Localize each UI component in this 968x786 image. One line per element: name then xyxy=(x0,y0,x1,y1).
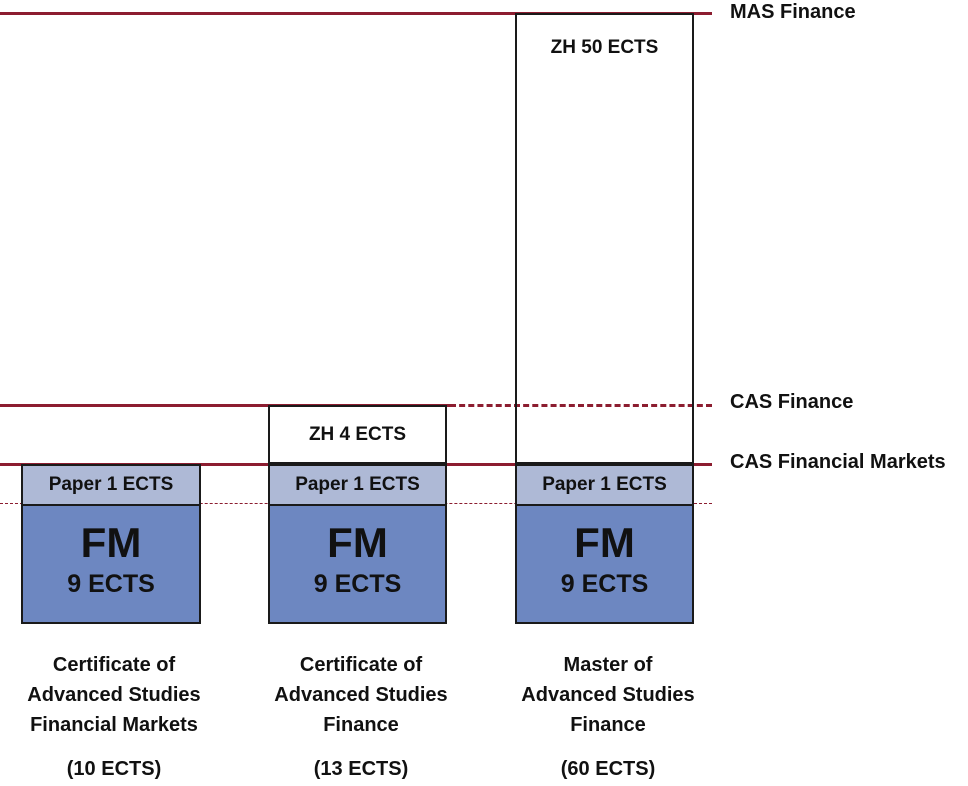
caption-line: Advanced Studies xyxy=(521,684,695,706)
caption-line: Advanced Studies xyxy=(274,684,448,706)
zh-50-ects-box: ZH 50 ECTS xyxy=(515,13,694,464)
fm-module-box: FM 9 ECTS xyxy=(515,504,694,624)
cas-finance-line xyxy=(0,404,450,407)
fm-module-box: FM 9 ECTS xyxy=(21,504,201,624)
program-total-ects: (13 ECTS) xyxy=(313,758,409,780)
zh-50-ects-label: ZH 50 ECTS xyxy=(550,37,659,58)
zh-4-ects-label: ZH 4 ECTS xyxy=(308,424,407,445)
mas-finance-label: MAS Finance xyxy=(730,1,856,23)
paper-box: Paper 1 ECTS xyxy=(21,464,201,506)
fm-module-title: FM xyxy=(80,519,142,566)
caption-line: Finance xyxy=(570,714,646,736)
program-total-ects: (10 ECTS) xyxy=(66,758,162,780)
fm-module-ects: 9 ECTS xyxy=(67,570,155,598)
program-total-ects: (60 ECTS) xyxy=(560,758,656,780)
cas-financial-markets-label: CAS Financial Markets xyxy=(730,451,946,473)
program-caption: Certificate of Advanced Studies Finance xyxy=(247,650,475,740)
caption-line: Finance xyxy=(323,714,399,736)
mas-finance-line xyxy=(0,12,712,15)
caption-line: Financial Markets xyxy=(30,714,198,736)
fm-module-box: FM 9 ECTS xyxy=(268,504,447,624)
program-caption: Certificate of Advanced Studies Financia… xyxy=(0,650,228,740)
caption-line: Certificate of xyxy=(299,654,423,676)
cas-finance-label: CAS Finance xyxy=(730,391,854,413)
zh-4-ects-box: ZH 4 ECTS xyxy=(268,405,447,464)
caption-line: Advanced Studies xyxy=(27,684,201,706)
caption-line: Certificate of xyxy=(52,654,176,676)
paper-box: Paper 1 ECTS xyxy=(268,464,447,506)
paper-box: Paper 1 ECTS xyxy=(515,464,694,506)
cas-finance-line-dashed xyxy=(450,404,712,407)
program-caption: Master of Advanced Studies Finance xyxy=(494,650,722,740)
fm-module-title: FM xyxy=(574,519,635,566)
fm-module-ects: 9 ECTS xyxy=(313,570,402,598)
fm-module-title: FM xyxy=(327,519,388,566)
caption-line: Master of xyxy=(563,654,653,676)
fm-module-ects: 9 ECTS xyxy=(560,570,649,598)
